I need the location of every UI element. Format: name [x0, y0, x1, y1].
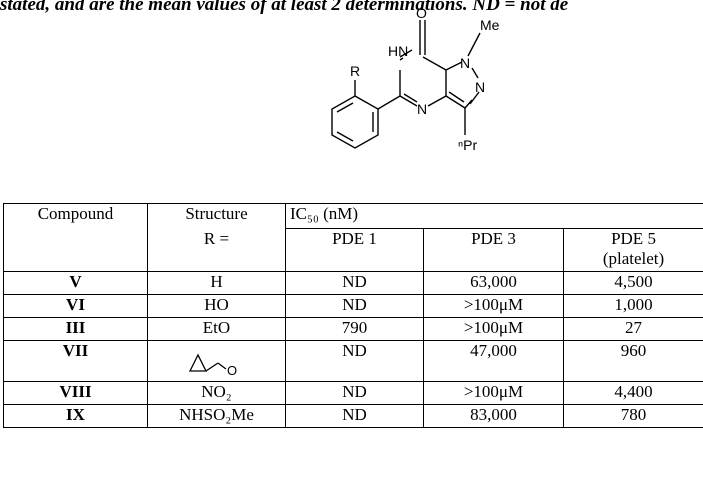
cell-pde3: 47,000: [423, 340, 564, 382]
cell-pde1: ND: [285, 271, 424, 295]
label-pr: ⁿPr: [458, 137, 477, 153]
cell-pde5: 27: [562, 317, 703, 341]
table-row: VIII NO₂ ND >100μM 4,400: [3, 381, 703, 405]
table-row: VII O ND 47,000 960: [3, 340, 703, 382]
header-pde5-label: PDE 5: [611, 229, 656, 249]
cell-compound: IX: [3, 404, 148, 428]
table-row: III EtO 790 >100μM 27: [3, 317, 703, 341]
header-compound-blank: [3, 228, 148, 272]
label-hn: HN: [388, 43, 408, 59]
cell-pde5: 4,400: [562, 381, 703, 405]
cell-compound: III: [3, 317, 148, 341]
caption-text: stated, and are the mean values of at le…: [0, 0, 569, 15]
cell-pde1: 790: [285, 317, 424, 341]
cell-pde5: 4,500: [562, 271, 703, 295]
label-me: Me: [480, 17, 500, 33]
table-header-row: Compound Structure IC₅₀ (nM): [3, 203, 703, 229]
chemical-structure: R HN O Me N N N ⁿPr: [300, 0, 530, 175]
header-compound: Compound: [3, 203, 148, 229]
cell-r-cyclopropylmethoxy: O: [147, 340, 286, 382]
cell-pde1: ND: [285, 404, 424, 428]
cell-pde3: >100μM: [423, 294, 564, 318]
label-n1: N: [460, 55, 470, 71]
cell-pde3: 63,000: [423, 271, 564, 295]
cell-pde3: >100μM: [423, 381, 564, 405]
cell-pde5: 1,000: [562, 294, 703, 318]
table-row: IX NHSO₂Me ND 83,000 780: [3, 404, 703, 428]
table-row: V H ND 63,000 4,500: [3, 271, 703, 295]
cell-pde5: 780: [562, 404, 703, 428]
cell-pde1: ND: [285, 381, 424, 405]
cell-pde5: 960: [562, 340, 703, 382]
header-pde5: PDE 5(platelet): [562, 228, 703, 272]
structure-drawing: R HN O Me N N N ⁿPr: [331, 5, 500, 153]
header-ic50: IC₅₀ (nM): [284, 203, 703, 229]
benzene-ring: [331, 95, 379, 149]
table-subheader-row: R = PDE 1 PDE 3 PDE 5(platelet): [3, 228, 703, 272]
label-n2: N: [475, 79, 485, 95]
cell-compound: VII: [3, 340, 148, 382]
cell-pde1: ND: [285, 340, 424, 382]
cell-r: NHSO₂Me: [147, 404, 286, 428]
header-structure: Structure: [147, 203, 286, 229]
cell-r: NO₂: [147, 381, 286, 405]
cyclopropylmethoxy-icon: O: [188, 353, 237, 378]
cell-compound: VIII: [3, 381, 148, 405]
header-structure-r: R =: [147, 228, 286, 272]
cell-compound: VI: [3, 294, 148, 318]
cell-r: H: [147, 271, 286, 295]
label-o: O: [416, 5, 427, 21]
svg-text:O: O: [227, 363, 237, 378]
header-pde1: PDE 1: [285, 228, 424, 272]
header-pde3: PDE 3: [423, 228, 564, 272]
cell-pde3: 83,000: [423, 404, 564, 428]
label-r: R: [350, 63, 360, 79]
cell-pde1: ND: [285, 294, 424, 318]
header-pde5-sub: (platelet): [602, 249, 665, 268]
cell-r: HO: [147, 294, 286, 318]
cell-pde3: >100μM: [423, 317, 564, 341]
cell-r: EtO: [147, 317, 286, 341]
ic50-table: Compound Structure IC₅₀ (nM) R = PDE 1 P…: [3, 203, 703, 428]
cell-compound: V: [3, 271, 148, 295]
table-row: VI HO ND >100μM 1,000: [3, 294, 703, 318]
label-n3: N: [417, 101, 427, 117]
